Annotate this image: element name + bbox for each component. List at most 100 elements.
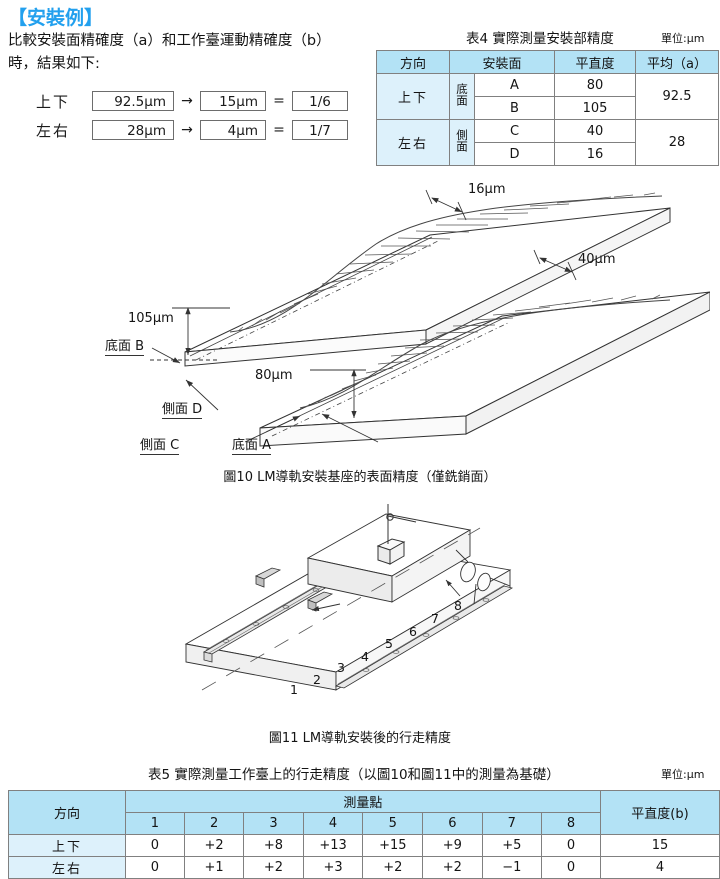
formula-from-value: 92.5μm bbox=[92, 91, 174, 111]
formula-ratio: 1/7 bbox=[292, 120, 348, 140]
th-direction: 方向 bbox=[376, 50, 450, 74]
cell-flatness: 105 bbox=[554, 96, 636, 120]
dim-label-face-a: 底面 A bbox=[232, 434, 272, 455]
th-point-4: 4 bbox=[302, 812, 364, 835]
figure10-svg bbox=[150, 189, 711, 447]
formula-row: 上下 92.5μm → 15μm = 1/6 bbox=[14, 88, 354, 114]
dim-label-40um: 40μm bbox=[578, 252, 616, 267]
figure11-svg bbox=[184, 504, 514, 691]
formula-label: 上下 bbox=[35, 92, 70, 111]
cell-value: 0 bbox=[540, 834, 601, 857]
cell-value: +2 bbox=[243, 856, 304, 879]
formula-to-value: 15μm bbox=[200, 91, 266, 111]
cell-direction: 上下 bbox=[8, 834, 126, 857]
equals-sign: = bbox=[273, 93, 285, 109]
cell-value: +8 bbox=[243, 834, 304, 857]
th-point-7: 7 bbox=[481, 812, 542, 835]
cell-value: +2 bbox=[183, 834, 245, 857]
dim-label-side-c: 側面 C bbox=[140, 434, 180, 455]
cell-value: 0 bbox=[124, 834, 185, 857]
table-row: 上下 底面 A 80 92.5 bbox=[376, 73, 719, 120]
equals-sign: = bbox=[273, 122, 285, 138]
intro-line-2: 時，結果如下: bbox=[8, 56, 100, 72]
dim-label-80um: 80μm bbox=[255, 368, 293, 383]
cell-average: 28 bbox=[635, 119, 719, 166]
measure-point-3: 3 bbox=[337, 660, 345, 675]
dim-label-16um: 16μm bbox=[468, 182, 506, 197]
cell-face-group: 側面 bbox=[449, 119, 475, 166]
comparison-formulas: 上下 92.5μm → 15μm = 1/6 左右 28μm → 4μm = 1… bbox=[14, 88, 354, 146]
measure-point-8: 8 bbox=[454, 598, 462, 613]
table-row: 左右 側面 C 40 28 bbox=[376, 119, 719, 166]
th-point-3: 3 bbox=[243, 812, 304, 835]
cell-value: +1 bbox=[183, 856, 245, 879]
measure-point-7: 7 bbox=[431, 611, 439, 626]
th-point-1: 1 bbox=[124, 812, 185, 835]
cell-value: −1 bbox=[481, 856, 542, 879]
table-row: 左右 0 +1 +2 +3 +2 +2 −1 0 4 bbox=[8, 856, 720, 879]
cell-value: +3 bbox=[302, 856, 364, 879]
dim-label-face-b: 底面 B bbox=[105, 335, 145, 356]
cell-surface: B bbox=[474, 96, 555, 120]
cell-surface: D bbox=[474, 142, 555, 166]
cell-value: 0 bbox=[540, 856, 601, 879]
figure10-diagram: 105μm 底面 B 80μm 側面 D 側面 C 底面 A 16μm 40μm bbox=[105, 180, 711, 460]
measure-point-5: 5 bbox=[385, 636, 393, 651]
cell-value: +5 bbox=[481, 834, 542, 857]
cell-flatness: 15 bbox=[599, 834, 720, 857]
dim-label-side-d: 側面 D bbox=[162, 398, 203, 419]
table-row: D 16 bbox=[377, 142, 719, 166]
table5-measured-running-accuracy: 方向 測量點 平直度(b) 1 2 3 4 5 6 7 8 上下 0 +2 +8… bbox=[8, 790, 720, 879]
cell-direction: 左右 bbox=[8, 856, 126, 879]
cell-face-group: 底面 bbox=[449, 73, 475, 120]
measure-point-2: 2 bbox=[313, 672, 321, 687]
cell-direction: 左右 bbox=[376, 119, 450, 166]
cell-value: +2 bbox=[362, 856, 424, 879]
measure-point-4: 4 bbox=[361, 649, 369, 664]
cell-value: 0 bbox=[124, 856, 185, 879]
formula-ratio: 1/6 bbox=[292, 91, 348, 111]
cell-surface: A bbox=[474, 73, 555, 97]
formula-label: 左右 bbox=[35, 121, 70, 140]
formula-from-value: 28μm bbox=[92, 120, 174, 140]
intro-block: 【安裝例】 比較安裝面精確度（a）和工作臺運動精確度（b） 時，結果如下: bbox=[8, 6, 364, 76]
cell-average: 92.5 bbox=[635, 73, 719, 120]
figure11-diagram: 1 2 3 4 5 6 7 8 bbox=[180, 500, 530, 715]
cell-flatness: 16 bbox=[554, 142, 636, 166]
table4-unit: 單位:μm bbox=[661, 32, 705, 45]
figure10-caption: 圖10 LM導軌安裝基座的表面精度（僅銑銷面） bbox=[223, 470, 497, 485]
th-mounting-face: 安裝面 bbox=[449, 50, 555, 74]
table-header-row: 方向 測量點 平直度(b) bbox=[8, 790, 720, 835]
cell-value: +15 bbox=[362, 834, 424, 857]
table5-caption: 表5 實際測量工作臺上的行走精度（以圖10和圖11中的測量為基礎） bbox=[148, 767, 560, 783]
arrow-icon: → bbox=[181, 93, 193, 109]
table-row: 上下 0 +2 +8 +13 +15 +9 +5 0 15 bbox=[8, 834, 720, 857]
cell-value: +13 bbox=[302, 834, 364, 857]
th-measurement-points: 測量點 bbox=[124, 790, 601, 813]
table-header-row: 1 2 3 4 5 6 7 8 bbox=[9, 812, 720, 835]
measure-point-1: 1 bbox=[290, 682, 298, 697]
th-point-5: 5 bbox=[362, 812, 424, 835]
th-point-8: 8 bbox=[540, 812, 601, 835]
th-flatness-b: 平直度(b) bbox=[599, 790, 720, 835]
cell-flatness: 80 bbox=[554, 73, 636, 97]
cell-value: +9 bbox=[422, 834, 483, 857]
formula-to-value: 4μm bbox=[200, 120, 266, 140]
cell-value: +2 bbox=[422, 856, 483, 879]
th-point-2: 2 bbox=[183, 812, 245, 835]
dim-label-105um: 105μm bbox=[128, 311, 174, 326]
table4-caption: 表4 實際測量安裝部精度 bbox=[466, 31, 614, 47]
th-average: 平均（a） bbox=[635, 50, 719, 74]
cell-flatness: 4 bbox=[599, 856, 720, 879]
formula-row: 左右 28μm → 4μm = 1/7 bbox=[14, 117, 354, 143]
table4-measured-mounting-accuracy: 方向 安裝面 平直度 平均（a） 上下 底面 A 80 92.5 B 105 左… bbox=[376, 50, 719, 166]
measure-point-6: 6 bbox=[409, 624, 417, 639]
table-header-row: 方向 安裝面 平直度 平均（a） bbox=[376, 50, 719, 74]
cell-surface: C bbox=[474, 119, 555, 143]
page-title: 【安裝例】 bbox=[8, 7, 104, 29]
table5-unit: 單位:μm bbox=[661, 768, 705, 781]
cell-direction: 上下 bbox=[376, 73, 450, 120]
th-point-6: 6 bbox=[422, 812, 483, 835]
cell-flatness: 40 bbox=[554, 119, 636, 143]
intro-line-1: 比較安裝面精確度（a）和工作臺運動精確度（b） bbox=[8, 33, 331, 49]
